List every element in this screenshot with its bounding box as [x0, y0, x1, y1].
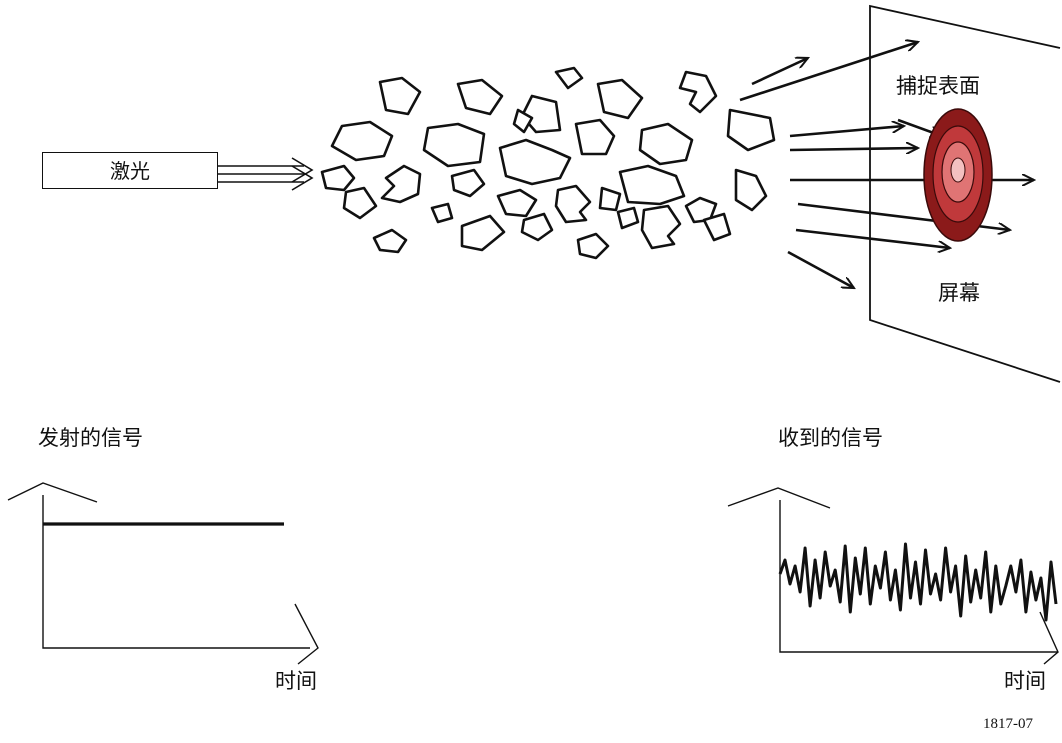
particle-outline: [598, 186, 622, 212]
particle-outline: [596, 78, 644, 120]
y-axis: [779, 500, 1058, 653]
received-signal-title: 收到的信号: [778, 426, 883, 450]
arrow-icon: [739, 42, 918, 102]
time-axis-label-right: 时间: [1004, 669, 1046, 693]
particle-outline: [342, 186, 378, 220]
arrow-icon: [751, 58, 808, 86]
figure-number: 1817-07: [983, 716, 1033, 732]
emitted-signal-title: 发射的信号: [38, 426, 143, 450]
laser-label: 激光: [110, 159, 150, 183]
particle-outline: [554, 66, 584, 90]
particle-outline: [554, 184, 592, 224]
laser-source: 激光: [42, 152, 218, 189]
y-axis: [42, 495, 310, 649]
particle-outline: [726, 108, 776, 152]
particle-outline: [380, 164, 422, 204]
particle-outline: [520, 212, 554, 242]
particle-outline: [702, 212, 732, 242]
particle-outline: [378, 76, 422, 116]
particle-outline: [576, 232, 610, 260]
particle-outline: [616, 206, 640, 230]
capture-surface-label: 捕捉表面: [896, 74, 980, 98]
screen-label: 屏幕: [938, 281, 980, 305]
arrow-icon: [789, 148, 918, 150]
particle-outline: [456, 78, 504, 116]
particle-outline: [372, 228, 408, 254]
particle-cloud: [320, 66, 776, 260]
particle-outline: [734, 168, 768, 212]
time-axis-label-left: 时间: [275, 669, 317, 693]
laser-beam: [218, 157, 314, 191]
y-axis-arrowhead: [727, 487, 831, 509]
y-axis-arrowhead: [7, 482, 98, 503]
particle-outline: [640, 204, 682, 250]
arrow-icon: [787, 250, 854, 290]
particle-outline: [678, 70, 718, 114]
particle-outline: [450, 168, 486, 198]
particle-outline: [574, 118, 616, 156]
x-axis-arrowhead: [1039, 611, 1059, 665]
particle-outline: [498, 138, 572, 186]
received-signal-line: [778, 542, 1058, 622]
particle-outline: [638, 122, 694, 166]
arrow-icon: [795, 228, 950, 248]
particle-outline: [684, 196, 718, 224]
emitted-signal-plot: [7, 482, 319, 665]
particle-outline: [320, 164, 356, 192]
particle-outline: [496, 188, 538, 218]
target-spot: [923, 108, 993, 242]
particle-outline: [460, 214, 506, 252]
received-signal-plot: [727, 487, 1059, 665]
x-axis-arrowhead: [294, 603, 319, 665]
particle-outline: [618, 164, 686, 206]
particle-outline: [422, 122, 486, 168]
arrow-icon: [789, 126, 904, 138]
screen-plane: [869, 4, 1061, 383]
particle-outline: [430, 202, 454, 224]
particle-outline: [512, 108, 534, 134]
particle-outline: [330, 120, 394, 162]
